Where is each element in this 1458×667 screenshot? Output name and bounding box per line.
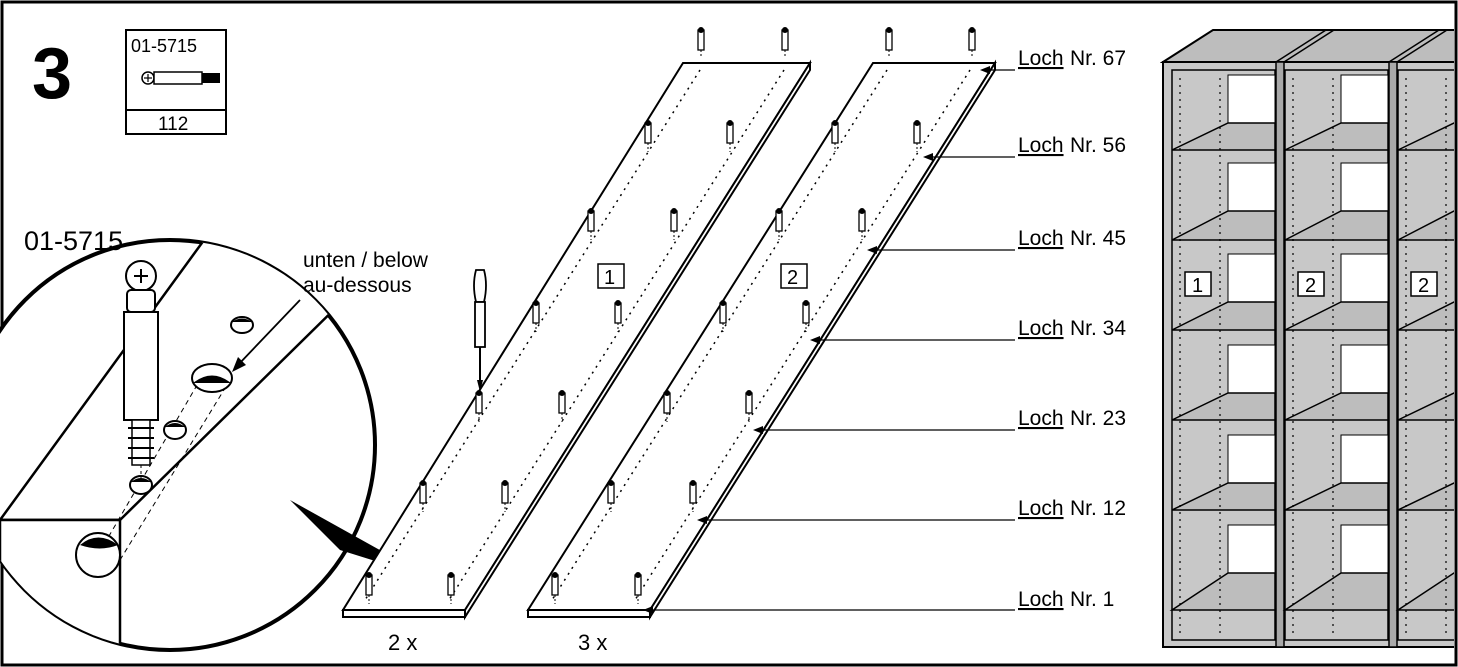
panel-1-tag: 1 xyxy=(604,267,615,289)
hole-label-12: Loch Nr. 12 xyxy=(697,497,1126,524)
step-number: 3 xyxy=(32,34,72,114)
dowel-marker xyxy=(475,390,483,422)
hole-label-1: Loch Nr. 1 xyxy=(643,588,1114,614)
shelf-tag-3: 2 xyxy=(1418,275,1429,297)
part-box-number: 01-5715 xyxy=(131,36,197,56)
panel-1-tag-box xyxy=(597,263,625,289)
detail-note-line1: unten / below xyxy=(303,249,429,272)
hole-label-number: Nr. 56 xyxy=(1070,134,1126,157)
part-box: 01-5715 112 xyxy=(125,29,227,135)
hole-label-67: Loch Nr. 67 xyxy=(980,47,1126,74)
shelf-tag-2: 2 xyxy=(1305,275,1316,297)
below-arrow xyxy=(237,299,301,366)
dowel-marker xyxy=(607,480,615,512)
dowel-marker xyxy=(501,480,509,512)
detail-note-line2: au-dessous xyxy=(303,274,412,297)
hole-label-23: Loch Nr. 23 xyxy=(753,407,1126,434)
hole-label-word: Loch xyxy=(1018,497,1064,520)
dowel-marker xyxy=(551,572,559,604)
shelf-tag-1: 1 xyxy=(1192,275,1203,297)
panel-1-count: 2 x xyxy=(388,630,417,655)
dowel-marker xyxy=(913,120,921,152)
dowel-marker xyxy=(447,572,455,604)
part-box-quantity: 112 xyxy=(158,114,188,135)
screwdriver-icon xyxy=(473,269,487,392)
dowel-marker xyxy=(745,390,753,422)
hole-label-number: Nr. 23 xyxy=(1070,407,1126,430)
dowel-icon xyxy=(141,71,220,85)
dowel-marker xyxy=(726,120,734,152)
dowel-marker xyxy=(689,480,697,512)
panel-2-tag: 2 xyxy=(787,267,798,289)
dowel-marker xyxy=(663,390,671,422)
dowel-marker xyxy=(719,300,727,332)
dowel-marker xyxy=(614,300,622,332)
hole-labels: Loch Nr. 67 Loch Nr. 56 Loch Nr. 45 Loch… xyxy=(643,47,1126,614)
panel-1: 1 2 x xyxy=(341,59,812,655)
dowel-marker xyxy=(802,300,810,332)
panel-dowels xyxy=(365,27,976,604)
hole-label-word: Loch xyxy=(1018,47,1064,70)
shelving-unit: 1 2 2 xyxy=(1160,29,1454,648)
hole-label-34: Loch Nr. 34 xyxy=(810,317,1126,344)
panel-2-tag-box xyxy=(780,263,808,289)
dowel-marker xyxy=(634,572,642,604)
dowel-marker xyxy=(532,300,540,332)
hole-label-word: Loch xyxy=(1018,227,1064,250)
shelf-column-3 xyxy=(1395,69,1454,641)
detail-part-number: 01-5715 xyxy=(24,226,123,256)
panel-2-count: 3 x xyxy=(578,630,607,655)
hole-label-word: Loch xyxy=(1018,407,1064,430)
hole-label-45: Loch Nr. 45 xyxy=(867,227,1126,254)
hole-label-number: Nr. 12 xyxy=(1070,497,1126,520)
hole-label-word: Loch xyxy=(1018,588,1064,611)
dowel-marker xyxy=(968,27,976,58)
dowel-marker xyxy=(858,208,866,240)
hole-label-number: Nr. 34 xyxy=(1070,317,1126,340)
shelf-column-1 xyxy=(1169,69,1276,641)
dowel-marker xyxy=(697,27,705,58)
dowel-marker xyxy=(419,480,427,512)
dowel-marker xyxy=(365,572,373,604)
dowel-marker xyxy=(558,390,566,422)
hole-label-number: Nr. 67 xyxy=(1070,47,1126,70)
hole-label-word: Loch xyxy=(1018,134,1064,157)
dowel-marker xyxy=(781,27,789,58)
hole-label-56: Loch Nr. 56 xyxy=(923,134,1126,161)
hole-label-number: Nr. 1 xyxy=(1070,588,1114,611)
dowel-marker xyxy=(587,208,595,240)
shelf-column-2 xyxy=(1282,69,1389,641)
hole-label-word: Loch xyxy=(1018,317,1064,340)
dowel-magnified xyxy=(123,260,159,478)
dowel-marker xyxy=(670,208,678,240)
dowel-marker xyxy=(885,27,893,58)
dowel-marker xyxy=(775,208,783,240)
hole-label-number: Nr. 45 xyxy=(1070,227,1126,250)
dowel-marker xyxy=(831,120,839,152)
dowel-marker xyxy=(644,120,652,152)
